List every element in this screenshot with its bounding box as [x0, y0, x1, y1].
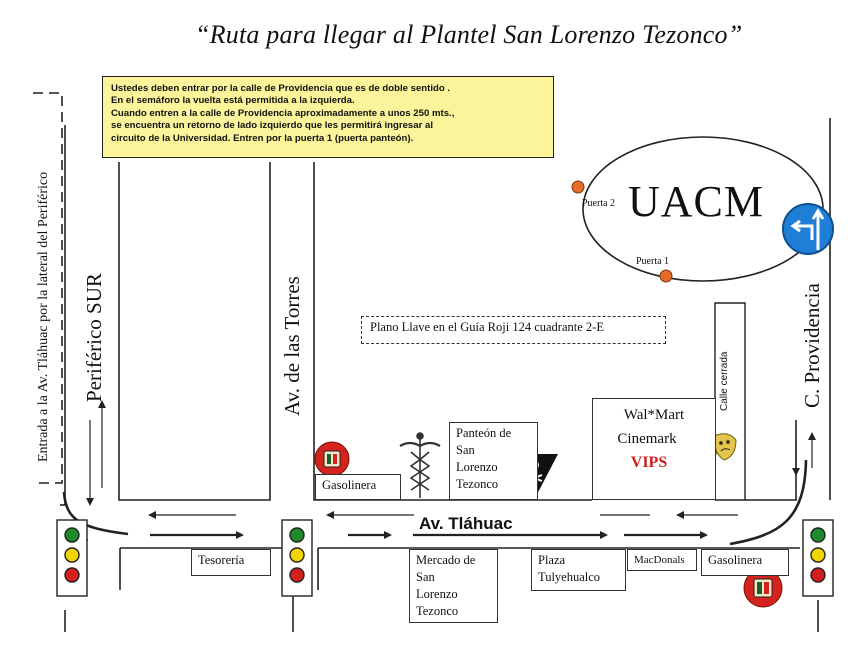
panteon-line: Lorenzo: [456, 460, 498, 474]
walmart-box: Wal*Mart Cinemark VIPS: [592, 398, 716, 500]
gate-1-label: Puerta 1: [636, 256, 670, 267]
traffic-light-icon: [802, 519, 834, 597]
gate-marker-icon: [659, 269, 673, 283]
note-line: se encuentra un retorno de lado izquierd…: [111, 120, 434, 132]
page-title: “Ruta para llegar al Plantel San Lorenzo…: [195, 20, 743, 49]
mercado-line: Tezonco: [416, 604, 459, 618]
panteon-box: Panteón de San Lorenzo Tezonco: [449, 422, 538, 500]
gas-station-icon: [743, 568, 783, 608]
traffic-light-icon: [281, 519, 313, 597]
periferico-label: Periférico SUR: [82, 273, 106, 402]
walmart-label: Wal*Mart: [623, 407, 685, 423]
caduceus-icon: [399, 432, 441, 498]
panteon-line: San: [456, 443, 475, 457]
tesoreria-box: Tesorería: [191, 549, 271, 576]
gas-station-right: Gasolinera: [701, 549, 789, 576]
providencia-label: C. Providencia: [800, 283, 824, 408]
gate-marker-icon: [571, 180, 585, 194]
mercado-line: Mercado de: [416, 553, 476, 567]
plaza-line: Tulyehualco: [538, 570, 601, 584]
plaza-box: Plaza Tulyehualco: [531, 549, 626, 591]
torres-label: Av. de las Torres: [280, 276, 304, 416]
mercado-line: Lorenzo: [416, 587, 458, 601]
note-line: circuito de la Universidad. Entren por l…: [111, 132, 414, 144]
vips-label: VIPS: [630, 454, 668, 471]
gas-station-left: Gasolinera: [315, 474, 401, 500]
lateral-entrance-label: Entrada a la Av. Tláhuac por la lateral …: [36, 171, 51, 462]
gate-2-label: Puerta 2: [582, 198, 616, 209]
tlahuac-label: Av. Tláhuac: [419, 514, 513, 533]
note-line: En el semáforo la vuelta está permitida …: [111, 95, 355, 107]
panteon-line: Tezonco: [456, 477, 499, 491]
campus-name: UACM: [628, 177, 765, 226]
cinemark-label: Cinemark: [617, 431, 677, 447]
directions-note: Ustedes deben entrar por la calle de Pro…: [102, 76, 554, 158]
mercado-line: San: [416, 570, 435, 584]
note-line: Cuando entren a la calle de Providencia …: [111, 107, 455, 119]
traffic-light-icon: [56, 519, 88, 597]
calle-cerrada-label: Calle cerrada: [719, 351, 730, 411]
macdonals-box: MacDonals: [627, 549, 697, 571]
guia-roji-reference: Plano Llave en el Guía Roji 124 cuadrant…: [361, 316, 666, 344]
panteon-line: Panteón de: [456, 426, 512, 440]
gas-station-icon: [314, 441, 350, 477]
left-turn-sign-icon: [782, 203, 834, 255]
plaza-line: Plaza: [538, 553, 566, 567]
mercado-box: Mercado de San Lorenzo Tezonco: [409, 549, 498, 623]
note-line: Ustedes deben entrar por la calle de Pro…: [111, 83, 451, 94]
